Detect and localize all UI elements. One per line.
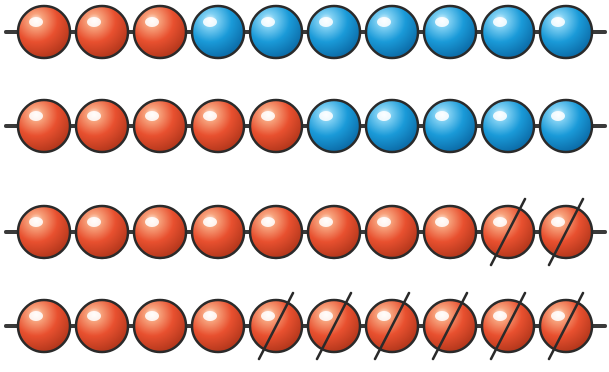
blue-bead xyxy=(538,4,594,60)
red-bead xyxy=(132,4,188,60)
strike-mark xyxy=(489,291,527,361)
blue-bead xyxy=(538,98,594,154)
red-bead xyxy=(306,204,362,260)
strike-mark xyxy=(547,291,585,361)
strike-mark xyxy=(489,197,527,267)
bead-row-1 xyxy=(4,4,607,60)
red-bead xyxy=(74,204,130,260)
red-bead-crossed-out xyxy=(306,291,362,361)
blue-bead xyxy=(306,98,362,154)
bead-row-4 xyxy=(4,291,607,361)
red-bead xyxy=(132,98,188,154)
blue-bead xyxy=(306,4,362,60)
blue-bead xyxy=(248,4,304,60)
red-bead xyxy=(16,98,72,154)
blue-bead xyxy=(364,98,420,154)
red-bead xyxy=(190,98,246,154)
red-bead-crossed-out xyxy=(422,291,478,361)
red-bead xyxy=(422,204,478,260)
red-bead xyxy=(248,204,304,260)
red-bead xyxy=(132,204,188,260)
blue-bead xyxy=(422,4,478,60)
red-bead-crossed-out xyxy=(248,291,304,361)
blue-bead xyxy=(480,4,536,60)
red-bead xyxy=(16,204,72,260)
red-bead xyxy=(190,298,246,354)
red-bead xyxy=(74,98,130,154)
bead-row-2 xyxy=(4,98,607,154)
strike-mark xyxy=(431,291,469,361)
blue-bead xyxy=(190,4,246,60)
red-bead xyxy=(74,298,130,354)
red-bead-crossed-out xyxy=(480,291,536,361)
red-bead xyxy=(16,298,72,354)
strike-mark xyxy=(315,291,353,361)
blue-bead xyxy=(422,98,478,154)
red-bead xyxy=(16,4,72,60)
strike-mark xyxy=(373,291,411,361)
red-bead-crossed-out xyxy=(538,291,594,361)
red-bead xyxy=(248,98,304,154)
red-bead xyxy=(132,298,188,354)
red-bead xyxy=(74,4,130,60)
strike-mark xyxy=(547,197,585,267)
red-bead xyxy=(190,204,246,260)
blue-bead xyxy=(480,98,536,154)
red-bead-crossed-out xyxy=(364,291,420,361)
red-bead-crossed-out xyxy=(538,197,594,267)
bead-row-3 xyxy=(4,197,607,267)
strike-mark xyxy=(257,291,295,361)
blue-bead xyxy=(364,4,420,60)
red-bead xyxy=(364,204,420,260)
red-bead-crossed-out xyxy=(480,197,536,267)
